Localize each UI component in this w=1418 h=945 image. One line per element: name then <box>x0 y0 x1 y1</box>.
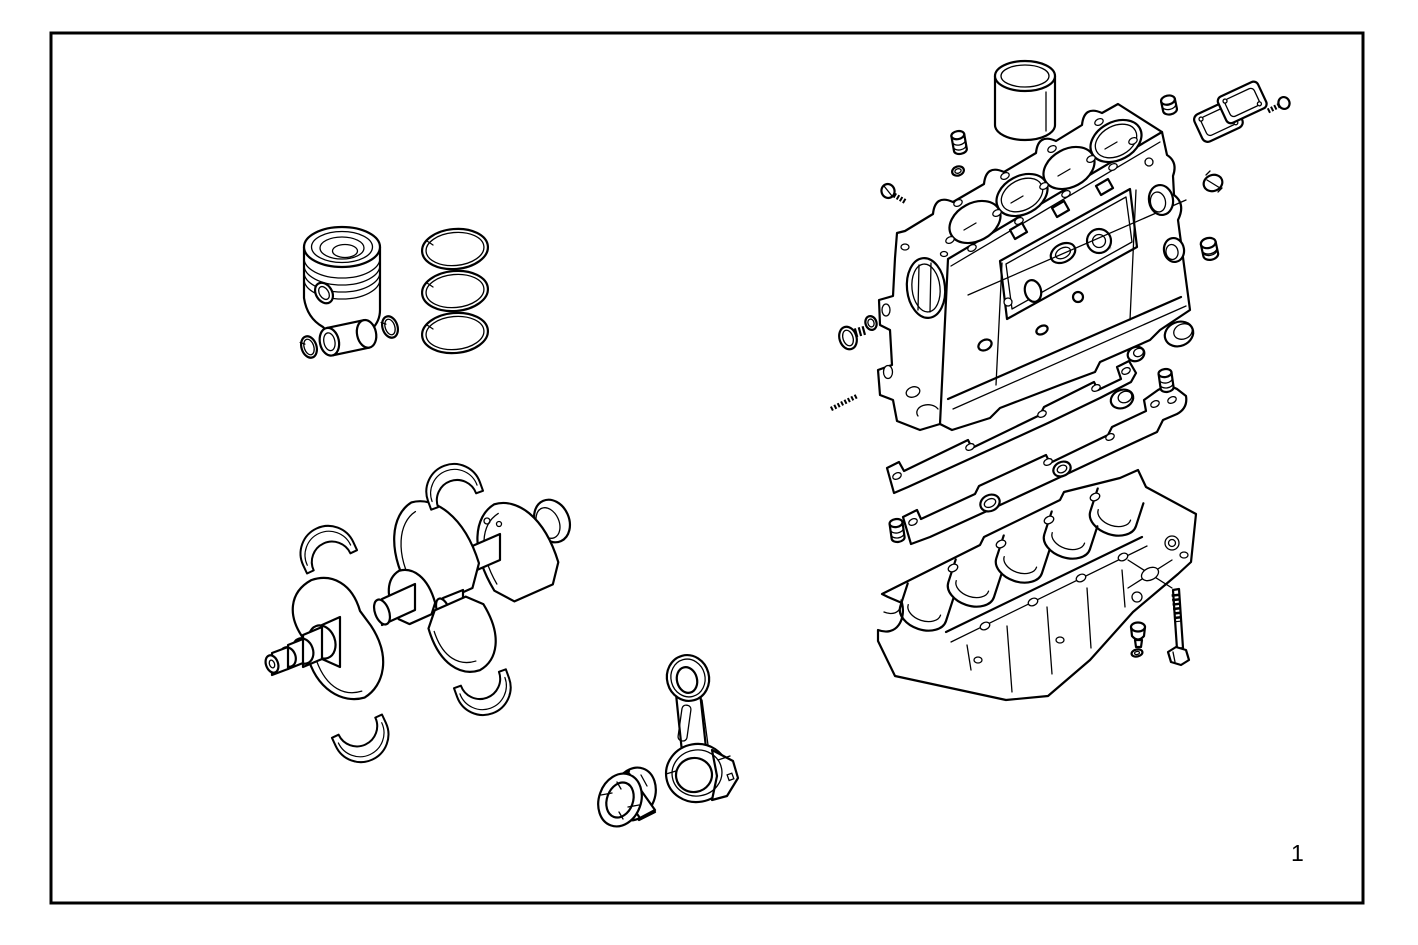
bearing-shell <box>417 455 485 511</box>
piston-pin <box>318 318 378 357</box>
cover-bolt <box>1266 95 1291 114</box>
page-frame <box>49 31 1365 905</box>
cylinder-liner <box>993 59 1057 142</box>
fasteners-and-plugs <box>829 80 1291 667</box>
threaded-plug <box>838 325 868 351</box>
crankshaft <box>264 498 572 701</box>
bearing-shell <box>290 515 359 575</box>
crankcase-gaskets <box>885 359 1188 546</box>
stud <box>829 393 859 412</box>
barrel-plug <box>887 517 907 544</box>
washer <box>1130 648 1144 658</box>
bearing-shell <box>452 668 520 724</box>
deck-holes <box>945 117 1138 253</box>
seal-ring <box>864 315 878 331</box>
piston-ring <box>420 227 490 271</box>
gasket-lower <box>901 385 1188 546</box>
piston-ring <box>420 311 490 355</box>
slotted-plug <box>1199 236 1220 261</box>
short-bolt <box>1129 621 1147 649</box>
long-bolt <box>1166 587 1191 667</box>
cover-plate <box>1216 80 1268 125</box>
circlip-left <box>299 335 319 359</box>
circlip-right <box>380 315 400 339</box>
cylinder-block <box>876 102 1192 432</box>
barrel-plug <box>949 128 969 157</box>
gasket-upper <box>885 359 1138 495</box>
slotted-plug <box>1202 170 1224 193</box>
bearing-shell <box>330 713 399 773</box>
piston-rings <box>420 227 490 355</box>
seal-ring-small <box>951 165 965 177</box>
small-end-bush <box>597 766 657 828</box>
piston-ring <box>420 269 490 313</box>
cup-plug-large <box>1163 320 1195 348</box>
cup-plug <box>1109 388 1135 410</box>
connecting-rod <box>664 654 740 804</box>
cup-plug-small <box>1126 345 1146 363</box>
cap-plug <box>1159 94 1178 116</box>
page-number: 1 <box>1291 840 1304 866</box>
barrel-plug <box>1156 367 1176 394</box>
piston <box>302 225 382 349</box>
lower-crankcase <box>876 468 1198 702</box>
hex-bolt <box>880 182 908 205</box>
